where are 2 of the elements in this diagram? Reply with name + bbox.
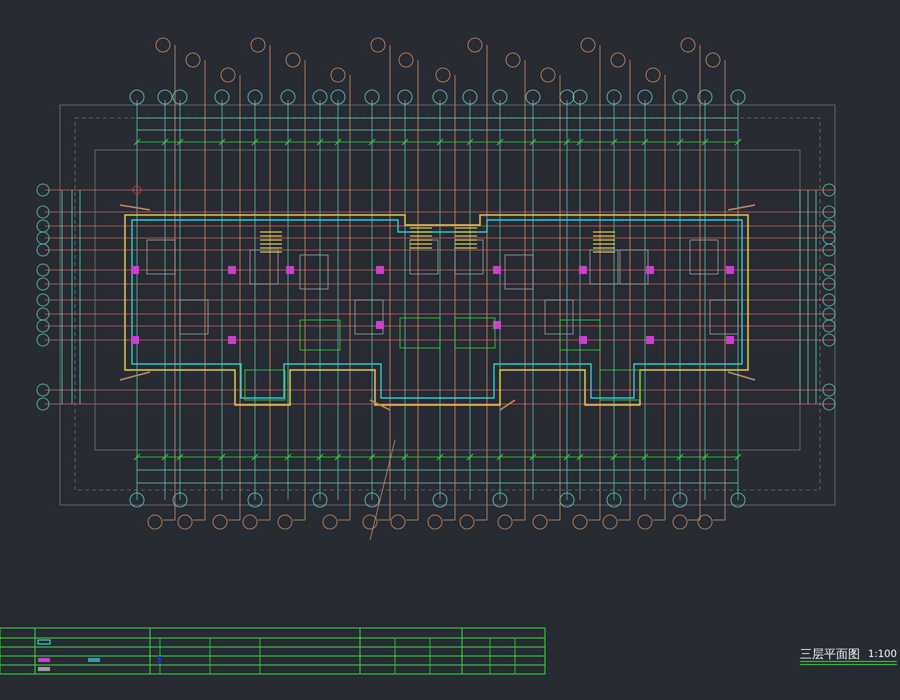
drawing-title: 三层平面图 (800, 648, 860, 660)
scale-label: 1:100 (868, 650, 897, 660)
